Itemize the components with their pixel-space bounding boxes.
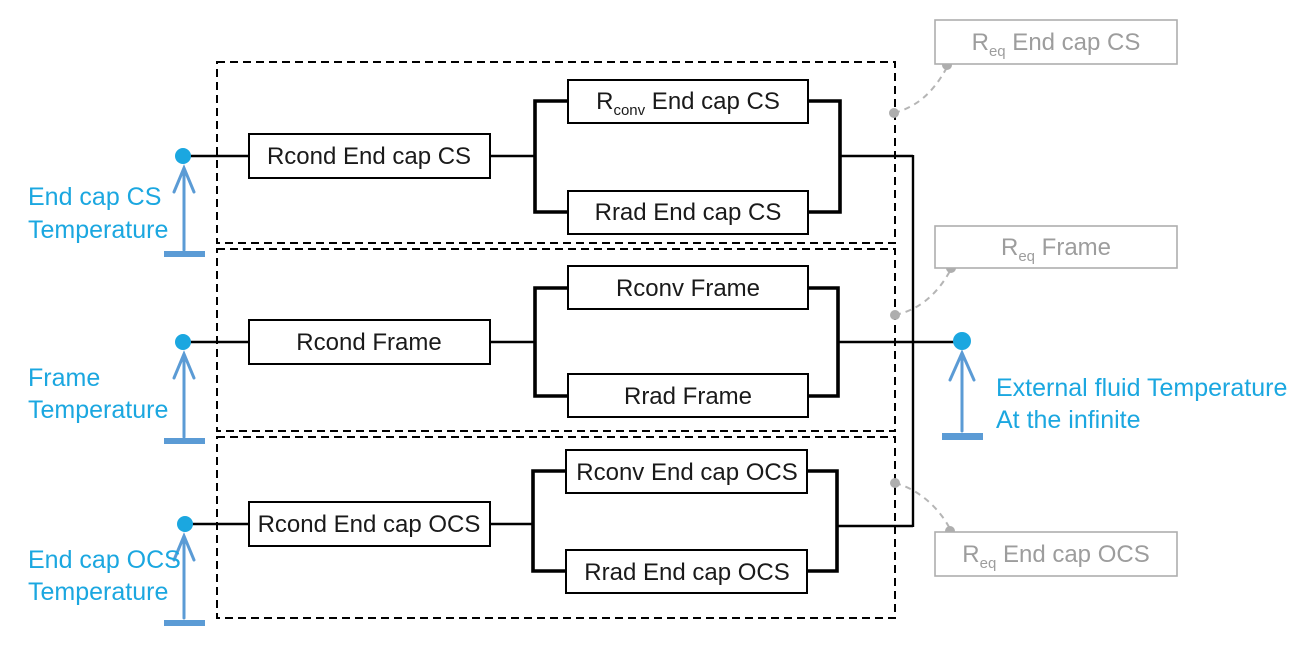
end-cap-cs-dashed-boundary bbox=[216, 61, 896, 244]
branch-merge-cs bbox=[808, 99, 842, 214]
frame-temperature-label-line1: Frame bbox=[28, 364, 100, 392]
external-fluid-node-dot bbox=[953, 332, 971, 350]
rcond-frame-label: Rcond Frame bbox=[296, 329, 441, 356]
req-end-cap-ocs-label: Req End cap OCS bbox=[962, 541, 1149, 572]
temperature-arrowhead-ocs bbox=[172, 532, 196, 562]
rcond-end-cap-ocs-box bbox=[248, 501, 491, 547]
frame-temperature-label-line2: Temperature bbox=[28, 396, 168, 424]
req-callout-curve-frame bbox=[894, 270, 951, 316]
rrad-end-cap-ocs-box bbox=[565, 549, 808, 594]
branch-split-cs bbox=[533, 99, 568, 214]
callout-anchor-dot-ocs bbox=[890, 478, 900, 488]
end-cap-ocs-dashed-boundary bbox=[216, 436, 896, 619]
rconv-end-cap-cs-label: Rconv End cap CS bbox=[596, 88, 780, 119]
end-cap-cs-temperature-label-line1: End cap CS bbox=[28, 183, 161, 211]
external-arrowhead bbox=[948, 349, 976, 382]
rrad-frame-label: Rrad Frame bbox=[624, 383, 752, 410]
branch-split-ocs bbox=[531, 469, 566, 573]
rrad-end-cap-cs-label: Rrad End cap CS bbox=[595, 199, 782, 226]
external-fluid-temperature-label-line1: External fluid Temperature bbox=[996, 374, 1287, 402]
rcond-end-cap-ocs-label: Rcond End cap OCS bbox=[258, 511, 481, 538]
rcond-end-cap-cs-label: Rcond End cap CS bbox=[267, 143, 471, 170]
end-cap-ocs-temperature-label-line1: End cap OCS bbox=[28, 546, 181, 574]
temperature-node-dot-ocs bbox=[177, 516, 193, 532]
rconv-end-cap-ocs-label: Rconv End cap OCS bbox=[576, 459, 797, 486]
section-end-cap-ocs: Rcond End cap OCS Rconv End cap OCS Rrad… bbox=[28, 436, 1178, 626]
rconv-frame-label: Rconv Frame bbox=[616, 275, 760, 302]
callout-anchor-dot-cs bbox=[889, 108, 899, 118]
external-ref-bar bbox=[942, 433, 983, 440]
external-fluid-temperature-label-line2: At the infinite bbox=[996, 406, 1141, 434]
external-fluid-node: External fluid Temperature At the infini… bbox=[911, 155, 1287, 527]
req-end-cap-ocs-box bbox=[934, 531, 1178, 577]
temperature-ref-bar-frame bbox=[164, 438, 205, 444]
branch-split-frame bbox=[533, 286, 568, 398]
temperature-arrowhead-frame bbox=[172, 350, 196, 380]
req-frame-label: Req Frame bbox=[1001, 234, 1111, 265]
section-end-cap-cs: Rcond End cap CS Rconv End cap CS Rrad E… bbox=[28, 19, 1178, 257]
callout-anchor-dot-frame bbox=[890, 310, 900, 320]
branch-merge-ocs bbox=[807, 469, 839, 573]
req-callout-curve-ocs bbox=[894, 482, 950, 528]
rcond-frame-box bbox=[248, 319, 491, 365]
req-end-cap-cs-box bbox=[934, 19, 1178, 65]
req-frame-box bbox=[934, 225, 1178, 269]
req-callout-curve-cs bbox=[893, 68, 947, 114]
temperature-node-dot-cs bbox=[175, 148, 191, 164]
req-end-cap-cs-label: Req End cap CS bbox=[972, 29, 1141, 60]
temperature-arrowhead-cs bbox=[172, 164, 196, 194]
end-cap-ocs-temperature-label-line2: Temperature bbox=[28, 578, 168, 606]
branch-merge-frame bbox=[808, 286, 840, 398]
temperature-ref-bar-ocs bbox=[164, 620, 205, 626]
rrad-frame-box bbox=[567, 373, 809, 418]
rcond-end-cap-cs-box bbox=[248, 133, 491, 179]
rconv-end-cap-ocs-box bbox=[565, 449, 808, 494]
section-frame: Rcond Frame Rconv Frame Rrad Frame Req F… bbox=[28, 225, 1178, 444]
frame-dashed-boundary bbox=[216, 248, 896, 432]
temperature-node-dot-frame bbox=[175, 334, 191, 350]
rconv-frame-box bbox=[567, 265, 809, 310]
rrad-end-cap-ocs-label: Rrad End cap OCS bbox=[584, 559, 789, 586]
end-cap-cs-temperature-label-line2: Temperature bbox=[28, 216, 168, 244]
temperature-ref-bar-cs bbox=[164, 251, 205, 257]
